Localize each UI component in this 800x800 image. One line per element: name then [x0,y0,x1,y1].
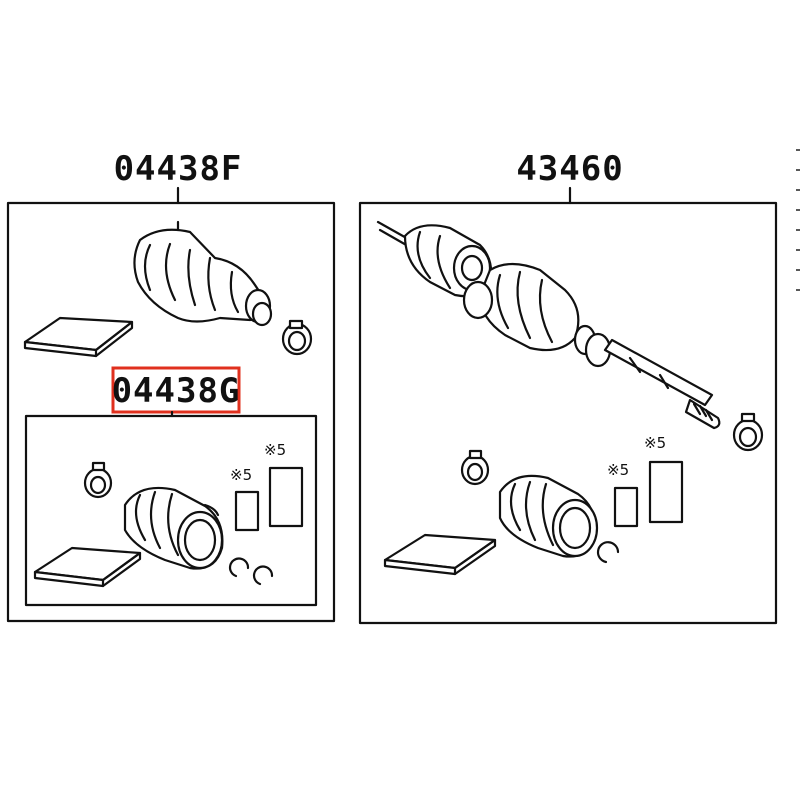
grease-pack-icon [23,316,134,358]
page-edge-fragment [796,149,800,291]
part-number-43460[interactable]: 43460 [516,149,623,189]
snap-ring-icon [228,557,274,586]
snap-ring-icon [596,541,620,564]
ref-note-c: ※5 [607,461,629,479]
kit-box-43460 [358,201,778,625]
inner-boot-icon [123,486,224,570]
highlight-box [111,366,241,414]
clamp-ring-icon [460,449,490,486]
clamp-ring-icon [83,461,113,499]
clamp-ring-icon [732,412,764,452]
ref-note-d: ※5 [644,434,666,452]
inner-boot-icon [498,474,599,558]
part-number-04438F[interactable]: 04438F [114,149,243,189]
shim-plate-icon [234,466,304,532]
kit-box-04438G [24,414,318,607]
shim-plate-icon [613,460,684,528]
grease-pack-icon [383,533,497,576]
grease-pack-icon [33,546,142,588]
part-number-04438G[interactable]: 04438G [112,371,241,411]
ref-note-b: ※5 [264,441,286,459]
clamp-ring-icon [281,319,313,356]
drive-shaft-icon [376,220,721,430]
ref-note-a: ※5 [230,466,252,484]
kit-box-04438F [6,201,336,623]
outer-boot-icon [133,220,273,327]
